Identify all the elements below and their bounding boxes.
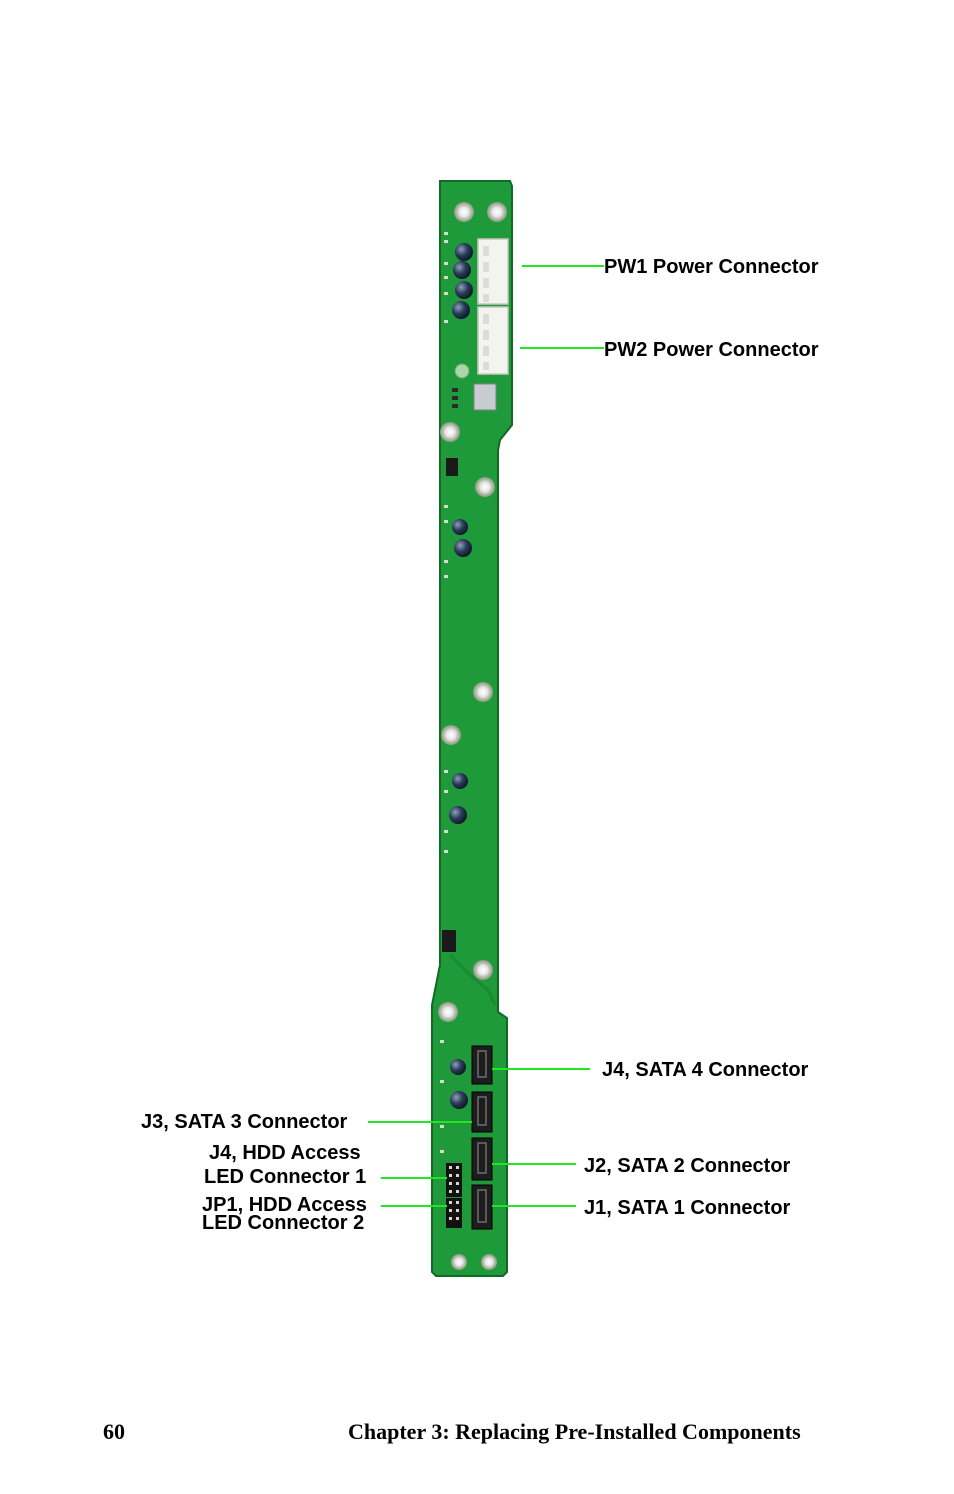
jp1-hdd-access-label-line2: LED Connector 2 bbox=[202, 1212, 365, 1234]
pw2-leader-line bbox=[520, 347, 604, 349]
j2-sata2-connector-label: J2, SATA 2 Connector bbox=[584, 1155, 791, 1177]
sata2-leader-line bbox=[492, 1163, 576, 1165]
pw1-leader-line bbox=[522, 265, 604, 267]
mounting-hole bbox=[440, 422, 460, 442]
j4-sata4-connector-label: J4, SATA 4 Connector bbox=[602, 1059, 809, 1081]
mounting-hole bbox=[438, 1002, 458, 1022]
solder-pads bbox=[440, 232, 448, 1153]
capacitors bbox=[449, 243, 473, 1109]
sata3-leader-line bbox=[368, 1121, 472, 1123]
mounting-hole bbox=[451, 1254, 467, 1270]
mounting-hole bbox=[487, 202, 507, 222]
sata1-leader-line bbox=[492, 1205, 576, 1207]
hdd-led-header-2 bbox=[446, 1198, 462, 1228]
j3-sata3-connector-label: J3, SATA 3 Connector bbox=[141, 1111, 348, 1133]
board-outline bbox=[431, 180, 513, 1277]
pw1-connector bbox=[477, 238, 509, 305]
sata1-connector bbox=[471, 1184, 493, 1230]
mounting-hole bbox=[481, 1254, 497, 1270]
board-trace bbox=[448, 953, 497, 1006]
mounting-hole bbox=[473, 960, 493, 980]
chips bbox=[442, 363, 497, 952]
mounting-holes bbox=[438, 202, 507, 1270]
sata4-leader-line bbox=[492, 1068, 590, 1070]
page-number: 60 bbox=[103, 1419, 125, 1444]
sata2-connector bbox=[471, 1137, 493, 1181]
jp1-hdd-access-label-line1: JP1, HDD Access bbox=[202, 1194, 367, 1216]
pw1-power-connector-label: PW1 Power Connector bbox=[604, 256, 819, 278]
hdd-led2-leader-line bbox=[381, 1205, 447, 1207]
sata3-connector bbox=[471, 1091, 493, 1133]
pw2-connector bbox=[477, 306, 509, 375]
chapter-title: Chapter 3: Replacing Pre-Installed Compo… bbox=[348, 1419, 801, 1444]
j4-hdd-access-label-line1: J4, HDD Access bbox=[209, 1142, 361, 1164]
j1-sata1-connector-label: J1, SATA 1 Connector bbox=[584, 1197, 791, 1219]
j4-hdd-access-label-line2: LED Connector 1 bbox=[204, 1166, 367, 1188]
mounting-hole bbox=[473, 682, 493, 702]
hdd-led1-leader-line bbox=[381, 1177, 447, 1179]
hdd-led-header-1 bbox=[446, 1163, 462, 1197]
sata4-connector bbox=[471, 1045, 493, 1085]
pw2-power-connector-label: PW2 Power Connector bbox=[604, 339, 819, 361]
mounting-hole bbox=[475, 477, 495, 497]
mounting-hole bbox=[441, 725, 461, 745]
mounting-hole bbox=[454, 202, 474, 222]
